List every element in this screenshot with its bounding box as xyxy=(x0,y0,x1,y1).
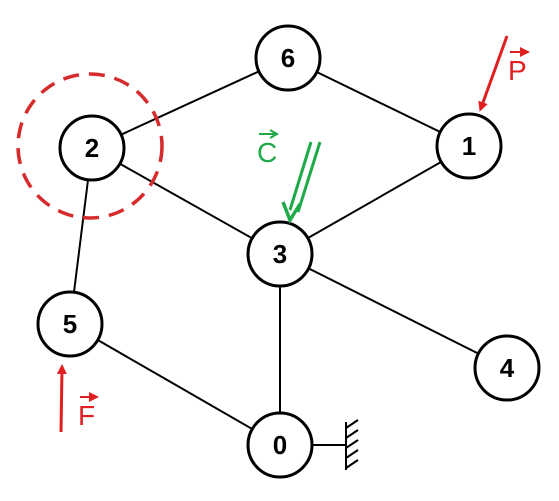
node-1: 1 xyxy=(435,112,503,180)
force-F: F xyxy=(56,364,99,433)
edge-1-3 xyxy=(279,145,470,255)
node-4: 4 xyxy=(473,334,541,402)
force-P-label: P xyxy=(508,55,527,86)
node-0: 0 xyxy=(246,411,314,479)
node-label: 0 xyxy=(273,430,287,460)
node-label: 5 xyxy=(63,309,77,339)
edge-6-1 xyxy=(287,57,470,147)
node-label: 6 xyxy=(281,43,295,73)
edge-2-3 xyxy=(91,147,281,255)
fixed-support xyxy=(312,419,359,470)
force-P: P xyxy=(478,35,530,112)
node-label: 1 xyxy=(462,131,476,161)
force-C-label: C xyxy=(257,137,277,168)
node-6: 6 xyxy=(254,24,322,92)
force-C xyxy=(281,141,322,224)
node-label: 4 xyxy=(500,353,515,383)
nodes: 6 2 1 3 5 4 0 xyxy=(36,24,541,479)
node-label: 2 xyxy=(85,133,99,163)
edge-6-2 xyxy=(91,57,289,149)
node-2: 2 xyxy=(58,114,126,182)
force-F-label: F xyxy=(78,400,95,431)
node-3: 3 xyxy=(246,220,314,288)
node-5: 5 xyxy=(36,290,104,358)
node-label: 3 xyxy=(273,239,287,269)
edge-3-4 xyxy=(279,253,508,369)
edge-5-0 xyxy=(69,323,281,446)
highlight-dashed-circle xyxy=(16,72,164,220)
